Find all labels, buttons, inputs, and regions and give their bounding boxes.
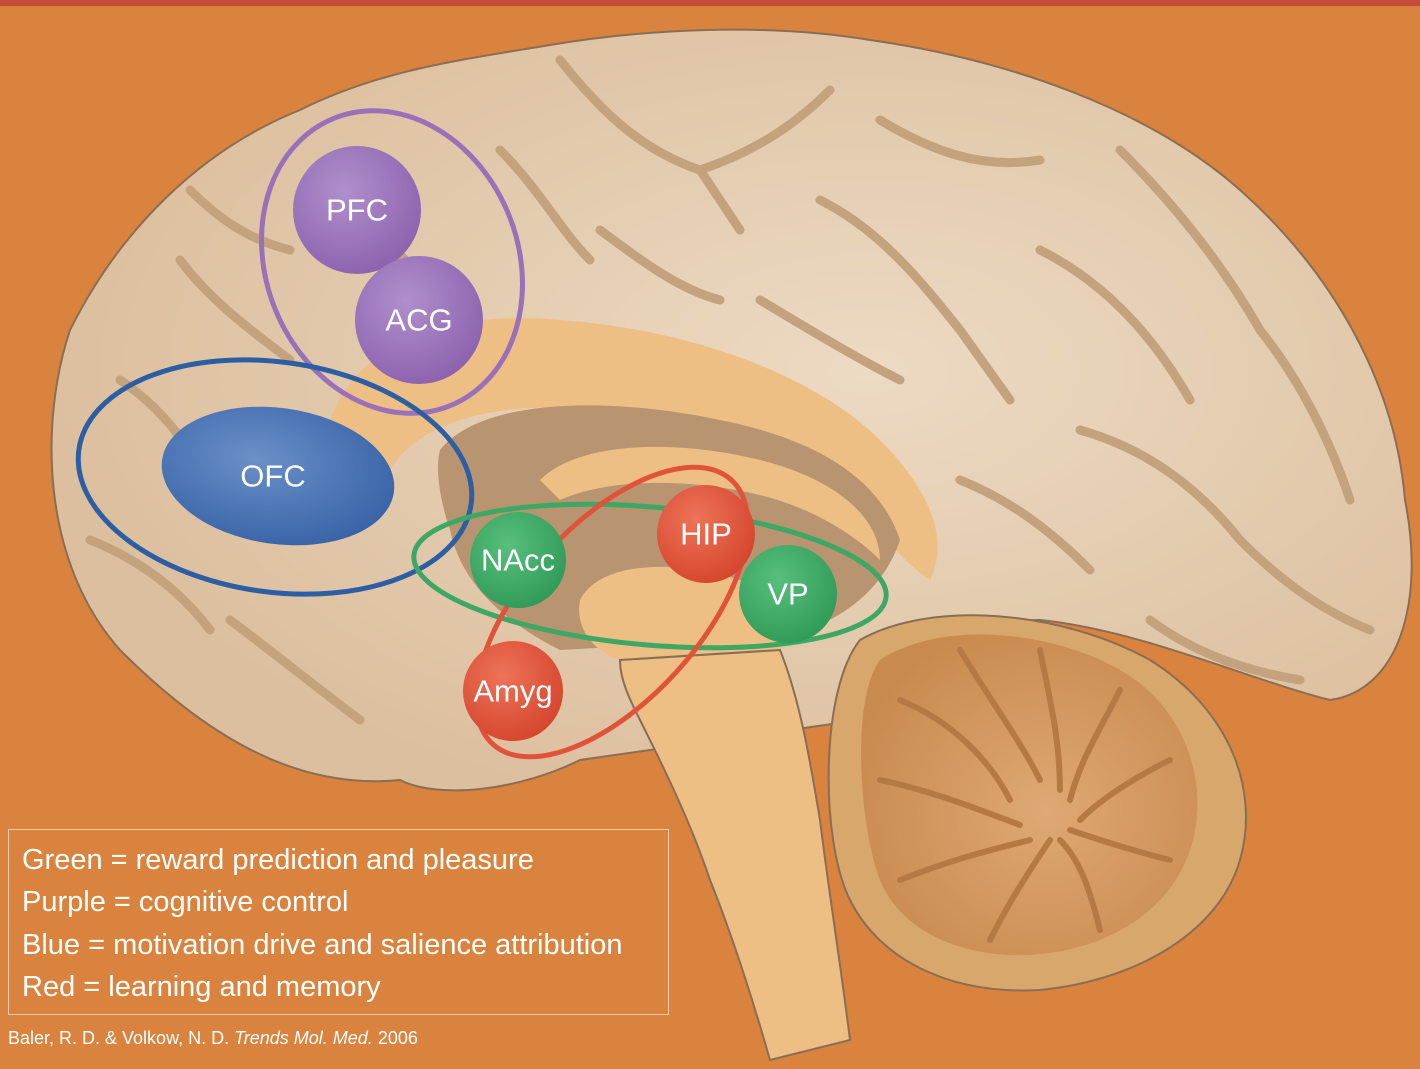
acg-node: ACG	[355, 256, 483, 384]
vp-label: VP	[767, 577, 808, 612]
pfc-node: PFC	[293, 146, 421, 274]
vp-node: VP	[739, 545, 837, 643]
hip-label: HIP	[680, 517, 732, 552]
citation-journal: Trends Mol. Med.	[234, 1028, 373, 1048]
citation-year: 2006	[373, 1028, 418, 1048]
legend-box: Green = reward prediction and pleasure P…	[8, 829, 669, 1015]
citation-authors: Baler, R. D. & Volkow, N. D.	[8, 1028, 234, 1048]
top-band	[0, 0, 1420, 6]
amyg-node: Amyg	[463, 641, 563, 741]
acg-label: ACG	[385, 303, 452, 338]
amyg-label: Amyg	[473, 674, 552, 709]
legend-purple: Purple = cognitive control	[22, 886, 348, 919]
ofc-label: OFC	[240, 459, 305, 494]
legend-blue: Blue = motivation drive and salience att…	[22, 929, 623, 962]
nacc-label: NAcc	[481, 543, 555, 578]
legend-red: Red = learning and memory	[22, 971, 381, 1004]
nacc-node: NAcc	[470, 512, 566, 608]
citation: Baler, R. D. & Volkow, N. D. Trends Mol.…	[8, 1028, 418, 1049]
pfc-label: PFC	[326, 193, 388, 228]
cerebellum	[829, 615, 1246, 990]
legend-green: Green = reward prediction and pleasure	[22, 844, 534, 877]
hip-node: HIP	[657, 485, 755, 583]
